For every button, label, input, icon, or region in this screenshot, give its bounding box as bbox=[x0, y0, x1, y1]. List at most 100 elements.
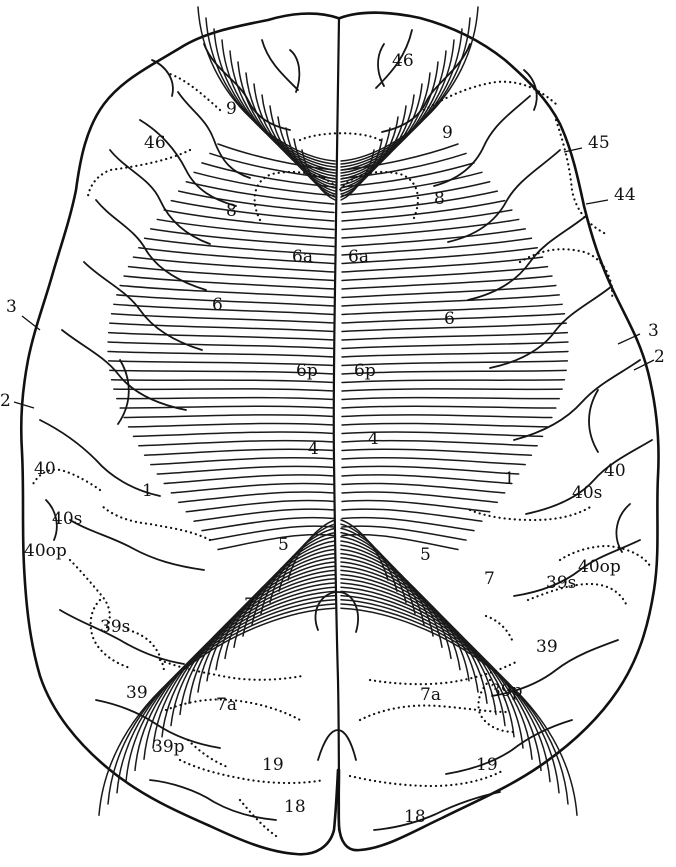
callosal-fiber bbox=[98, 607, 336, 816]
callosal-fiber bbox=[341, 209, 513, 231]
callosal-fiber bbox=[341, 294, 560, 307]
callosal-fiber bbox=[340, 565, 488, 704]
callosal-fiber bbox=[340, 569, 497, 716]
area-label-5-right: 5 bbox=[420, 545, 431, 565]
callosal-fiber bbox=[341, 246, 538, 265]
callosal-fiber bbox=[341, 360, 569, 367]
area-label-1-right: 1 bbox=[504, 469, 515, 489]
area-label-7a-right: 7a bbox=[420, 685, 441, 705]
area-label-19-left: 19 bbox=[262, 755, 284, 775]
area-label-6a-right: 6a bbox=[348, 247, 369, 267]
callosal-fiber bbox=[156, 218, 335, 239]
callosal-fiber bbox=[341, 284, 557, 299]
area-label-6-right: 6 bbox=[444, 309, 455, 329]
callosal-fiber bbox=[107, 603, 336, 805]
callosal-fiber bbox=[134, 590, 336, 772]
area-label-5-left: 5 bbox=[278, 535, 289, 555]
callosal-fiber bbox=[193, 171, 335, 197]
callosal-fiber bbox=[341, 465, 520, 475]
area-label-18-right: 18 bbox=[404, 807, 426, 827]
callosal-fiber bbox=[341, 143, 459, 171]
callosal-fiber bbox=[201, 516, 335, 532]
callosal-fiber bbox=[341, 533, 459, 551]
callosal-fiber bbox=[340, 603, 569, 805]
callosal-fiber bbox=[209, 525, 335, 541]
area-label-6a-left: 6a bbox=[292, 247, 313, 267]
callosal-fiber bbox=[170, 482, 335, 494]
callosal-fiber bbox=[138, 246, 335, 265]
callosal-fiber bbox=[143, 448, 335, 456]
callosal-fiber bbox=[341, 499, 491, 513]
callosal-fiber bbox=[340, 599, 560, 794]
callosal-fiber bbox=[185, 499, 335, 513]
callosal-fiber bbox=[170, 199, 335, 222]
area-label-2-right: 2 bbox=[654, 347, 665, 367]
callosal-fiber bbox=[205, 17, 336, 165]
area-label-8-right: 8 bbox=[434, 189, 445, 209]
area-label-40op-right: 40op bbox=[578, 557, 621, 577]
area-label-3-left: 3 bbox=[6, 297, 17, 317]
callosal-fiber bbox=[340, 607, 578, 816]
callosal-fiber bbox=[341, 448, 533, 456]
callosal-fiber bbox=[132, 431, 335, 438]
callosal-fiber bbox=[341, 369, 567, 375]
callosal-fiber bbox=[340, 582, 524, 749]
callosal-fiber bbox=[185, 180, 335, 205]
area-label-40op-left: 40op bbox=[24, 541, 67, 561]
area-label-45: 45 bbox=[588, 133, 610, 153]
area-labels: 46 9 9 46 45 44 8 8 6a 6a 6 6 3 3 2 2 6p… bbox=[0, 51, 665, 827]
callosal-fiber bbox=[113, 303, 335, 316]
callosal-fiber bbox=[341, 190, 499, 214]
area-label-9-left: 9 bbox=[226, 99, 237, 119]
callosal-fiber bbox=[341, 414, 553, 419]
area-label-3-right: 3 bbox=[648, 321, 659, 341]
callosal-fiber bbox=[341, 350, 569, 358]
callosal-fiber bbox=[341, 312, 566, 324]
callosal-fiber bbox=[110, 379, 335, 384]
callosal-fiber bbox=[109, 369, 335, 375]
longitudinal-fissure bbox=[332, 16, 341, 832]
area-label-19-right: 19 bbox=[476, 755, 498, 775]
callosal-fiber bbox=[123, 275, 335, 290]
callosal-fiber bbox=[341, 199, 506, 222]
callosal-fiber bbox=[341, 256, 544, 273]
callosal-fiber bbox=[341, 491, 499, 504]
callosal-fiber bbox=[179, 569, 336, 716]
area-label-40s-right: 40s bbox=[572, 483, 602, 503]
callosal-fiber bbox=[215, 552, 336, 671]
callosal-fiber bbox=[206, 557, 336, 682]
area-label-44: 44 bbox=[614, 185, 636, 205]
callosal-fiber bbox=[341, 322, 567, 333]
label-pointers bbox=[13, 147, 655, 409]
callosal-fiber bbox=[150, 457, 335, 466]
area-label-39-left: 39 bbox=[126, 683, 148, 703]
area-label-1-left: 1 bbox=[142, 481, 153, 501]
callosal-fiber bbox=[177, 491, 335, 504]
callosal-fiber bbox=[163, 209, 335, 231]
callosal-fiber bbox=[233, 544, 336, 648]
callosal-fiber bbox=[340, 6, 479, 162]
callosal-fiber bbox=[340, 531, 416, 615]
callosal-fiber bbox=[341, 422, 549, 428]
callosal-fiber bbox=[341, 388, 563, 392]
callosal-fiber bbox=[127, 265, 335, 282]
callosal-fiber bbox=[119, 284, 335, 299]
callosal-fiber bbox=[341, 482, 506, 494]
corpus-callosum-fibers bbox=[98, 6, 578, 816]
callosal-fiber bbox=[341, 228, 526, 248]
callosal-fiber bbox=[340, 573, 506, 727]
callosal-fiber bbox=[217, 533, 335, 551]
callosal-fiber bbox=[341, 405, 557, 409]
callosal-fiber bbox=[341, 218, 520, 239]
callosal-fiber bbox=[341, 180, 491, 205]
callosal-fiber bbox=[340, 578, 515, 738]
area-label-39s-left: 39s bbox=[100, 617, 130, 637]
area-label-39p-left: 39p bbox=[152, 737, 185, 757]
callosal-fiber bbox=[197, 6, 336, 162]
callosal-fiber bbox=[127, 422, 335, 428]
area-label-4-left: 4 bbox=[308, 439, 319, 459]
callosal-fiber bbox=[107, 341, 335, 350]
callosal-fiber bbox=[341, 303, 563, 316]
callosal-fiber bbox=[341, 341, 569, 350]
